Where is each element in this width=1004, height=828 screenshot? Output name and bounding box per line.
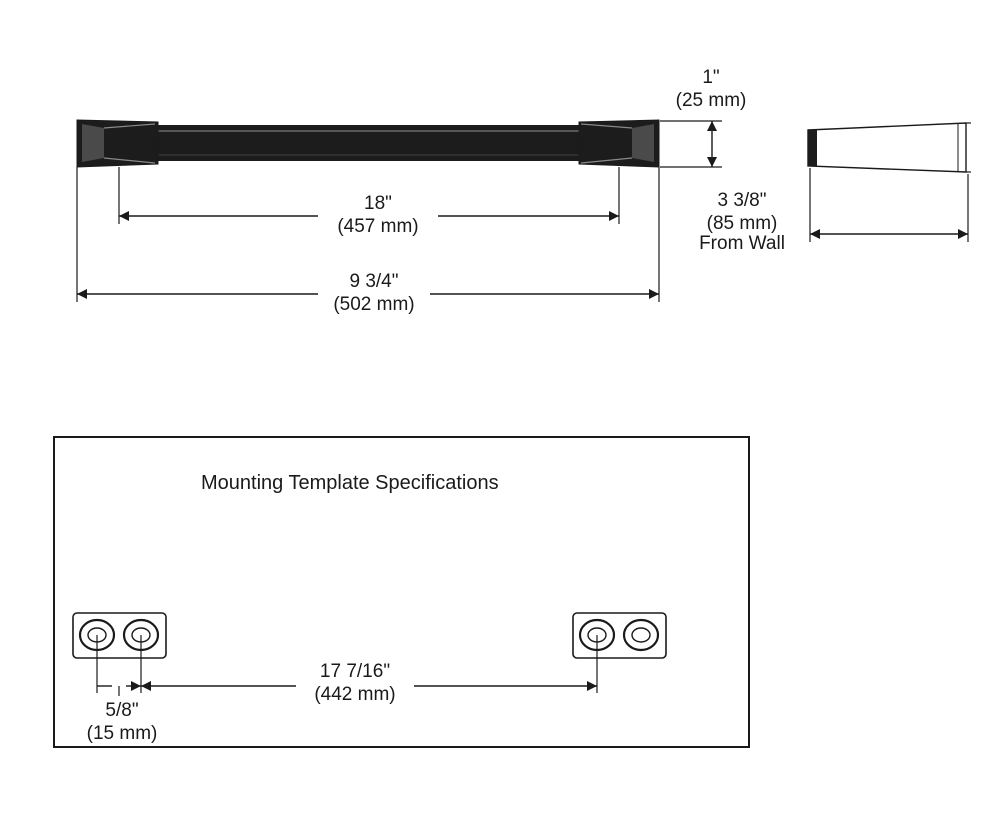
height-dim-label: 1" (702, 67, 719, 88)
mount-spacing-label: 17 7/16" (320, 661, 390, 682)
projection-dimension: 3 3/8" (85 mm) From Wall (699, 168, 969, 254)
projection-dim-note: From Wall (699, 233, 785, 254)
mount-spacing-metric: (442 mm) (314, 684, 395, 705)
hole-spacing-label: 5/8" (105, 700, 138, 721)
center-dimension: 18" (457 mm) (118, 167, 620, 240)
left-mounting-plate (72, 612, 167, 659)
projection-dim-label: 3 3/8" (717, 190, 766, 211)
center-dim-label: 18" (364, 193, 392, 214)
hole-spacing-dimension: 5/8" (15 mm) (87, 681, 158, 744)
right-mounting-plate (572, 612, 667, 659)
side-profile (807, 122, 967, 173)
mount-spacing-dimension: 17 7/16" (442 mm) (141, 660, 597, 708)
overall-dim-metric: (502 mm) (333, 294, 414, 315)
height-dimension: 1" (25 mm) (660, 67, 747, 168)
right-escutcheon (578, 119, 660, 168)
projection-dim-metric: (85 mm) (707, 213, 778, 234)
center-dim-metric: (457 mm) (337, 216, 418, 237)
overall-dimension: 9 3/4" (502 mm) (76, 167, 660, 318)
hole-spacing-metric: (15 mm) (87, 723, 158, 744)
left-escutcheon (76, 119, 159, 168)
mounting-template: Mounting Template Specifications (53, 436, 750, 748)
overall-dim-label: 9 3/4" (349, 271, 398, 292)
template-title: Mounting Template Specifications (201, 472, 499, 494)
side-view: 3 3/8" (85 mm) From Wall (699, 122, 971, 254)
front-view: 1" (25 mm) 18" (457 mm) 9 3/4" (502 mm) (76, 67, 747, 318)
right-hole-2 (622, 618, 660, 652)
height-dim-metric: (25 mm) (676, 90, 747, 111)
